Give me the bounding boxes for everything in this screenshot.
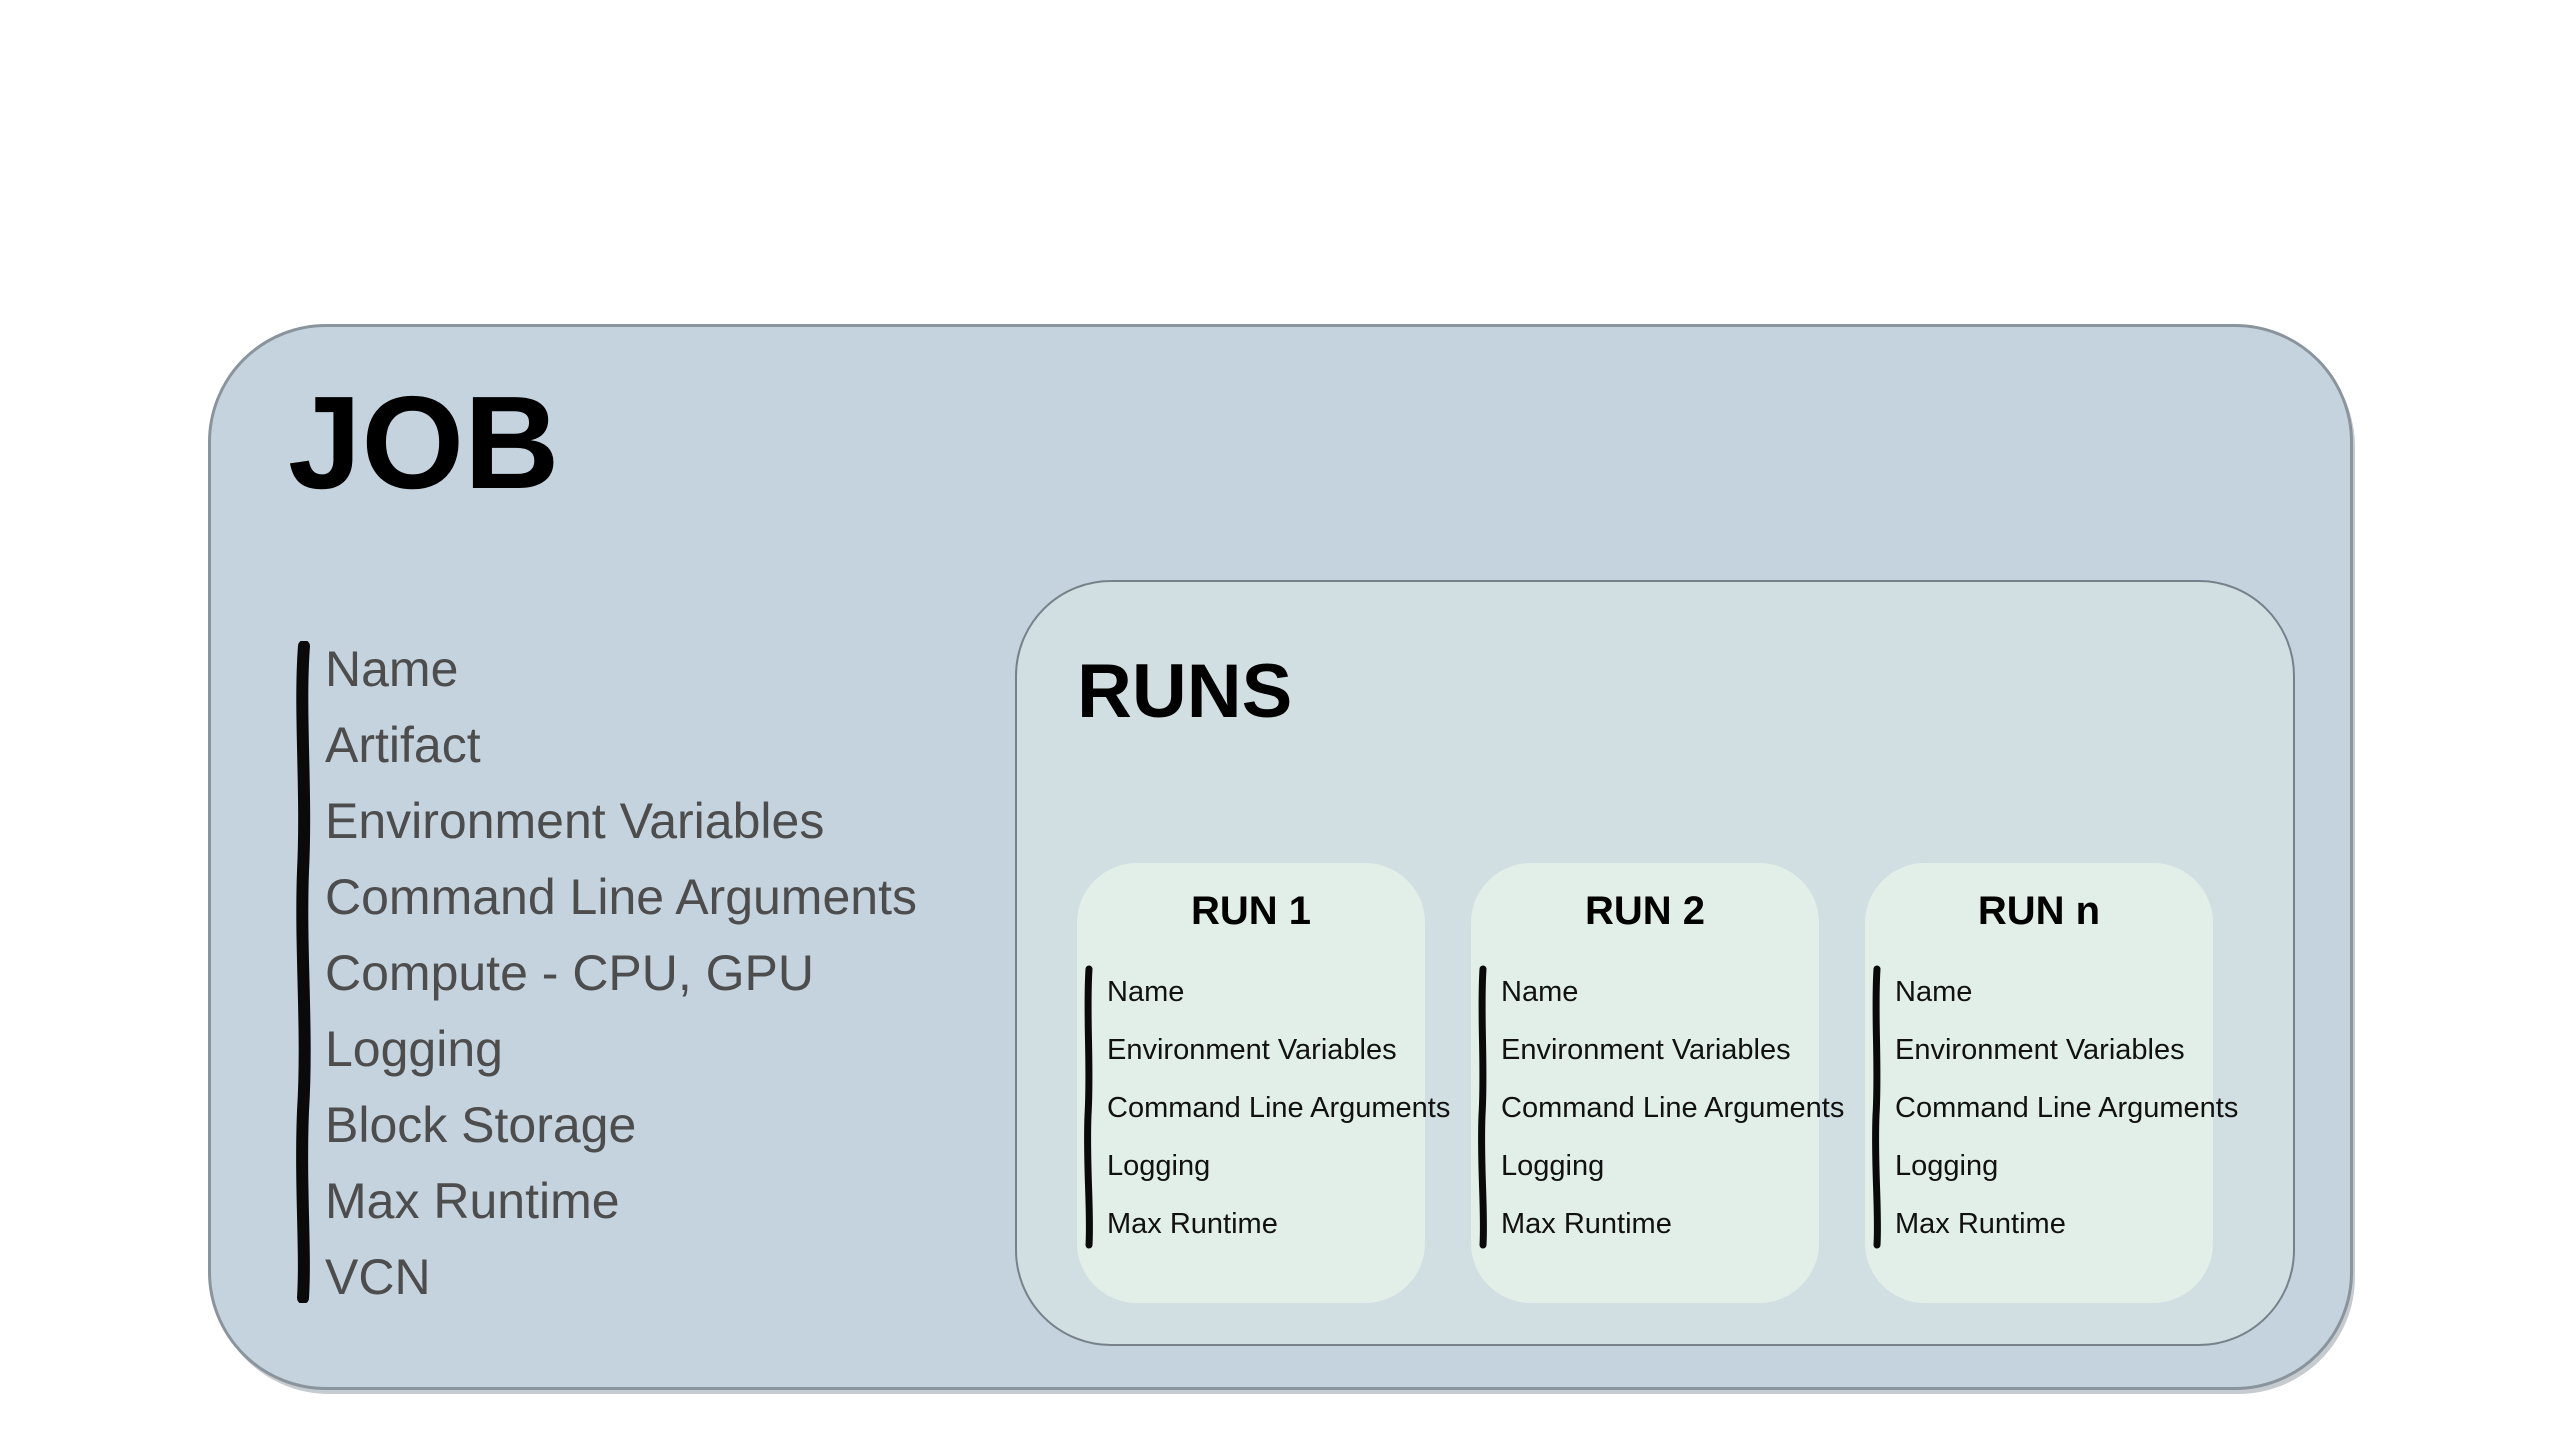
job-attribute-item: Artifact bbox=[325, 717, 481, 773]
run-attribute-item: Max Runtime bbox=[1895, 1208, 2066, 1240]
run-attribute-item: Name bbox=[1895, 976, 1973, 1008]
run-attribute-item: Max Runtime bbox=[1107, 1208, 1278, 1240]
run-attribute-item: Command Line Arguments bbox=[1501, 1092, 1845, 1124]
job-attribute-item: Block Storage bbox=[325, 1097, 637, 1153]
job-container: JOB Name Artifact Environment Variables … bbox=[208, 324, 2353, 1390]
run-attribute-item: Logging bbox=[1895, 1150, 1999, 1182]
run-card-title: RUN 2 bbox=[1584, 889, 1706, 933]
run-attribute-item: Environment Variables bbox=[1895, 1034, 2185, 1066]
job-attribute-item: Environment Variables bbox=[325, 793, 825, 849]
job-title: JOB bbox=[288, 369, 560, 516]
job-attribute-list: Name Artifact Environment Variables Comm… bbox=[325, 631, 917, 1315]
runs-title: RUNS bbox=[1077, 649, 1293, 734]
run-attribute-item: Environment Variables bbox=[1501, 1034, 1791, 1066]
run-card-title: RUN 1 bbox=[1190, 889, 1312, 933]
run-attribute-item: Logging bbox=[1107, 1150, 1211, 1182]
run-attribute-item: Logging bbox=[1501, 1150, 1605, 1182]
run-card-2: RUN 2 Name Environment Variables Command… bbox=[1471, 863, 1844, 1303]
job-attribute-item: Compute - CPU, GPU bbox=[325, 945, 815, 1001]
run-attribute-item: Name bbox=[1107, 976, 1185, 1008]
run-card-title: RUN n bbox=[1977, 889, 2101, 933]
run-attribute-item: Environment Variables bbox=[1107, 1034, 1397, 1066]
run-list-sketch-line bbox=[1082, 965, 1096, 1249]
run-attribute-list: Name Environment Variables Command Line … bbox=[1107, 963, 1450, 1253]
run-list-sketch-line bbox=[1476, 965, 1490, 1249]
job-list-sketch-line bbox=[293, 641, 315, 1303]
job-attribute-item: Max Runtime bbox=[325, 1173, 620, 1229]
run-card-1: RUN 1 Name Environment Variables Command… bbox=[1077, 863, 1450, 1303]
job-attribute-item: VCN bbox=[325, 1249, 431, 1305]
run-attribute-item: Name bbox=[1501, 976, 1579, 1008]
job-attribute-item: Name bbox=[325, 641, 459, 697]
run-attribute-list: Name Environment Variables Command Line … bbox=[1501, 963, 1844, 1253]
run-attribute-item: Command Line Arguments bbox=[1895, 1092, 2239, 1124]
runs-container: RUNS RUN 1 Name Environment Variables Co… bbox=[1015, 580, 2295, 1346]
run-list-sketch-line bbox=[1870, 965, 1884, 1249]
run-attribute-list: Name Environment Variables Command Line … bbox=[1895, 963, 2238, 1253]
job-attribute-item: Command Line Arguments bbox=[325, 869, 917, 925]
run-card-n: RUN n Name Environment Variables Command… bbox=[1865, 863, 2238, 1303]
job-attribute-item: Logging bbox=[325, 1021, 503, 1077]
run-attribute-item: Command Line Arguments bbox=[1107, 1092, 1451, 1124]
run-attribute-item: Max Runtime bbox=[1501, 1208, 1672, 1240]
